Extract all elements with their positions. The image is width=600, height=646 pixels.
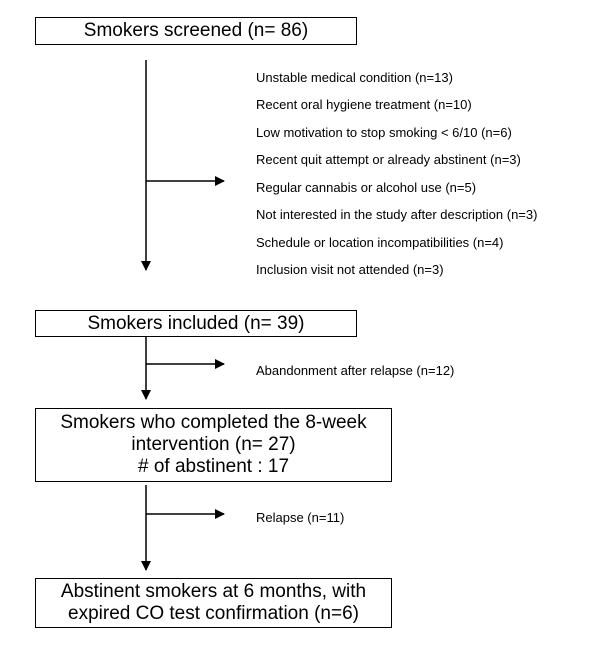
exclusion-item: Not interested in the study after descri… [256, 207, 538, 222]
smokers-completed-box: Smokers who completed the 8-week interve… [35, 408, 392, 482]
abstinent-line-2: expired CO test confirmation (n=6) [68, 603, 359, 624]
smokers-screened-box: Smokers screened (n= 86) [35, 17, 357, 45]
abstinent-line-1: Abstinent smokers at 6 months, with [60, 581, 367, 602]
exclusion-item: Recent oral hygiene treatment (n=10) [256, 97, 472, 112]
smokers-included-text: Smokers included (n= 39) [87, 313, 305, 334]
exclusion-item: Inclusion visit not attended (n=3) [256, 262, 444, 277]
exclusion-item: Regular cannabis or alcohol use (n=5) [256, 180, 477, 195]
exclusion-item: Unstable medical condition (n=13) [256, 70, 453, 85]
exclusion-item: Recent quit attempt or already abstinent… [256, 152, 521, 167]
completed-line-1: Smokers who completed the 8-week [60, 412, 367, 433]
relapse-note: Relapse (n=11) [256, 510, 345, 525]
smokers-included-box: Smokers included (n= 39) [35, 310, 357, 337]
abstinent-smokers-box: Abstinent smokers at 6 months, with expi… [35, 578, 392, 628]
smokers-screened-text: Smokers screened (n= 86) [83, 20, 309, 41]
completed-line-3: # of abstinent : 17 [137, 456, 290, 477]
exclusion-item: Low motivation to stop smoking < 6/10 (n… [256, 125, 512, 140]
exclusion-item: Schedule or location incompatibilities (… [256, 235, 504, 250]
abandonment-note: Abandonment after relapse (n=12) [256, 363, 455, 378]
completed-line-2: intervention (n= 27) [131, 434, 296, 455]
